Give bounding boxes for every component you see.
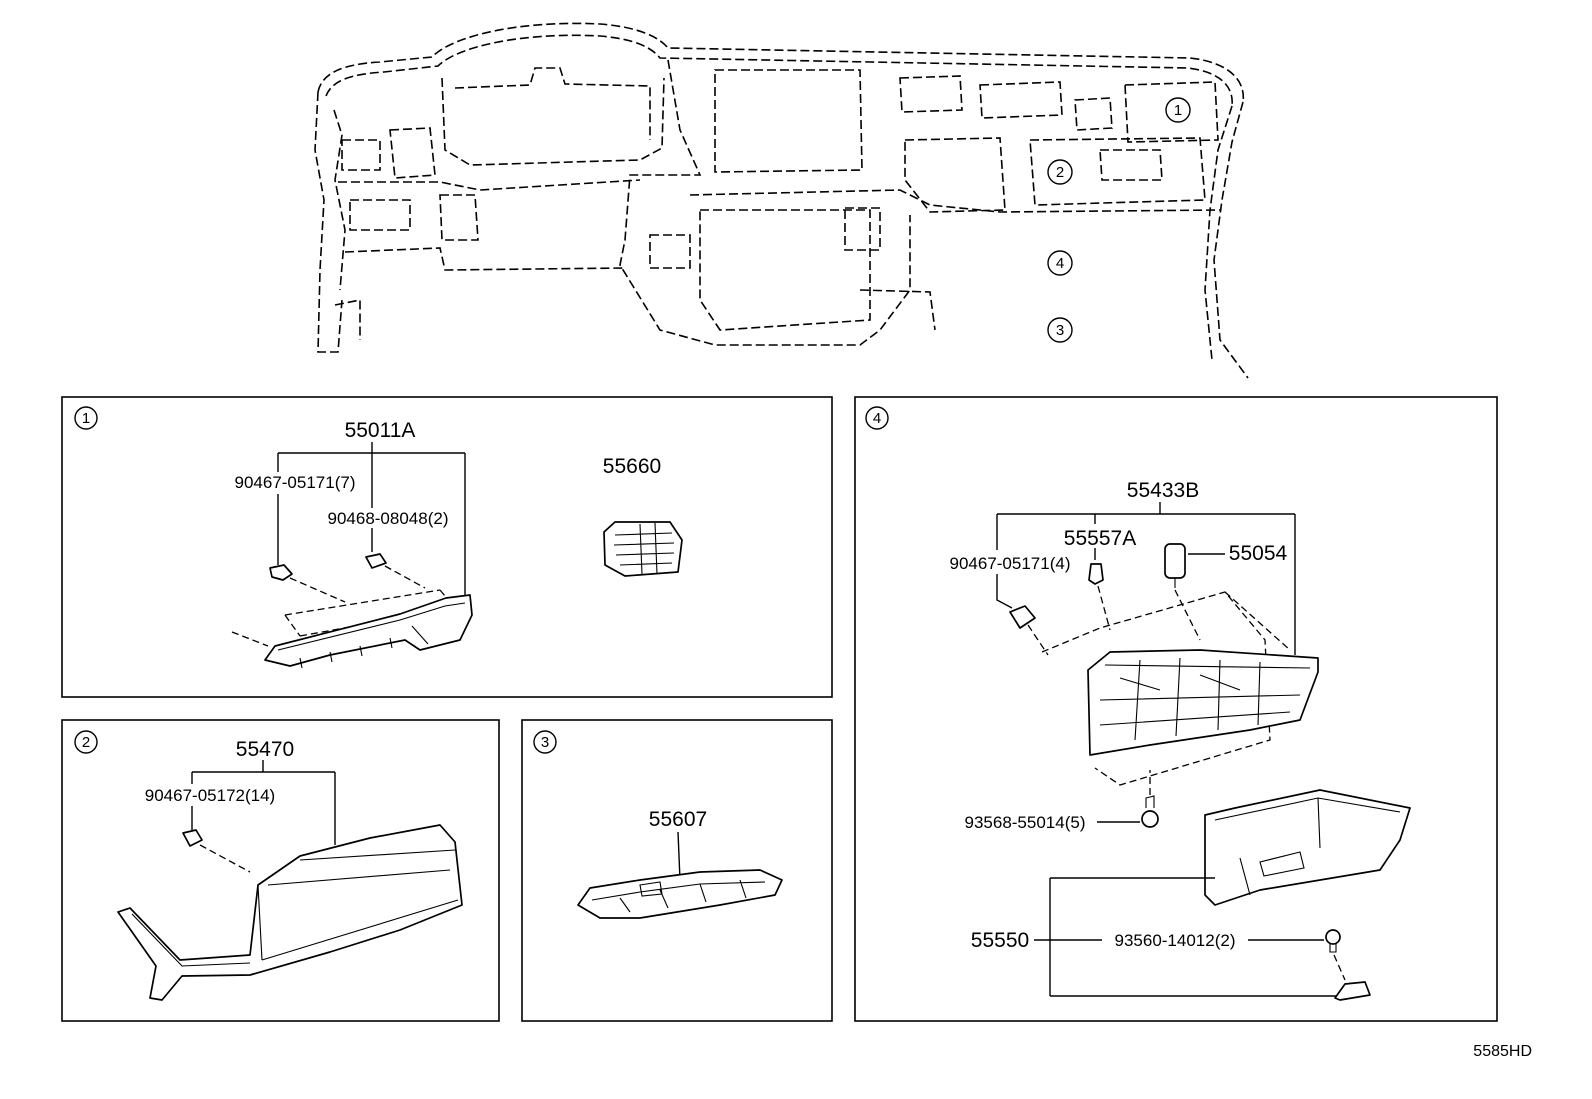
part-number-90467-05172-14: 90467-05172(14) [145, 786, 275, 805]
panel-2-number: 2 [82, 734, 90, 751]
panel-1-callout [74, 406, 98, 430]
part-number-90468-08048-2: 90468-08048(2) [328, 509, 449, 528]
panel-4-number: 4 [873, 410, 881, 427]
overview-callout-2-label: 2 [1056, 164, 1064, 181]
part-number-55433b: 55433B [1127, 479, 1199, 502]
part-number-55054: 55054 [1229, 542, 1288, 565]
clip-90468-drawing [365, 553, 387, 569]
dashboard-overview: 1 2 4 3 [314, 22, 1249, 379]
clip-90467-05171-4-drawing [1009, 605, 1036, 629]
part-number-55470: 55470 [236, 738, 294, 761]
panel-2-frame [61, 719, 500, 1022]
screw-93560-drawing [1325, 929, 1341, 953]
damper-55054-drawing [1164, 543, 1186, 588]
panel-1-number: 1 [82, 410, 90, 427]
panel-4-callout [865, 406, 889, 430]
panel-3-number: 3 [541, 734, 549, 751]
overview-callout-1-label: 1 [1174, 102, 1182, 119]
part-55470-drawing [117, 824, 463, 1001]
screw-93568-drawing [1141, 795, 1159, 828]
overview-callout-1 [1165, 97, 1191, 123]
part-number-90467-05171-7: 90467-05171(7) [235, 473, 356, 492]
overview-callout-2 [1047, 159, 1073, 185]
part-number-55011a: 55011A [345, 419, 416, 442]
clip-90467-05172-drawing [182, 829, 203, 847]
part-55607-drawing [577, 869, 783, 919]
panel-3-frame [521, 719, 833, 1022]
panel-2: 2 55470 90467-05172(14) [61, 719, 500, 1022]
part-number-90467-05171-4: 90467-05171(4) [950, 554, 1071, 573]
part-55011a-drawing [264, 594, 473, 669]
part-55660-drawing [603, 521, 683, 577]
clip-90467-drawing [269, 564, 293, 581]
overview-callout-4-label: 4 [1056, 255, 1064, 272]
door-stopper-drawing [1334, 981, 1371, 1001]
part-number-55660: 55660 [603, 455, 661, 478]
panel-3: 3 55607 [521, 719, 833, 1022]
panel-1: 1 55011A 90467-05171(7) 90468-08048(2) 5… [61, 396, 833, 698]
part-number-93568-55014-5: 93568-55014(5) [965, 813, 1086, 832]
part-number-55550: 55550 [971, 929, 1029, 952]
diagram-code: 5585HD [1473, 1043, 1532, 1060]
part-number-93560-14012-2: 93560-14012(2) [1115, 931, 1236, 950]
panel-4-frame [854, 396, 1498, 1022]
overview-callout-3-label: 3 [1056, 322, 1064, 339]
overview-callout-3 [1047, 317, 1073, 343]
overview-callout-4 [1047, 250, 1073, 276]
panel-4: 4 55433B 55557A 90467-05171(4) 55054 935… [854, 396, 1498, 1022]
part-55550-drawing [1204, 789, 1411, 906]
bolt-55557a-drawing [1088, 563, 1104, 585]
panel-1-frame [61, 396, 833, 698]
part-number-55557a: 55557A [1064, 527, 1136, 550]
part-55433b-drawing [1087, 649, 1319, 756]
part-number-55607: 55607 [649, 808, 707, 831]
panel-2-callout [74, 730, 98, 754]
panel-3-callout [533, 730, 557, 754]
